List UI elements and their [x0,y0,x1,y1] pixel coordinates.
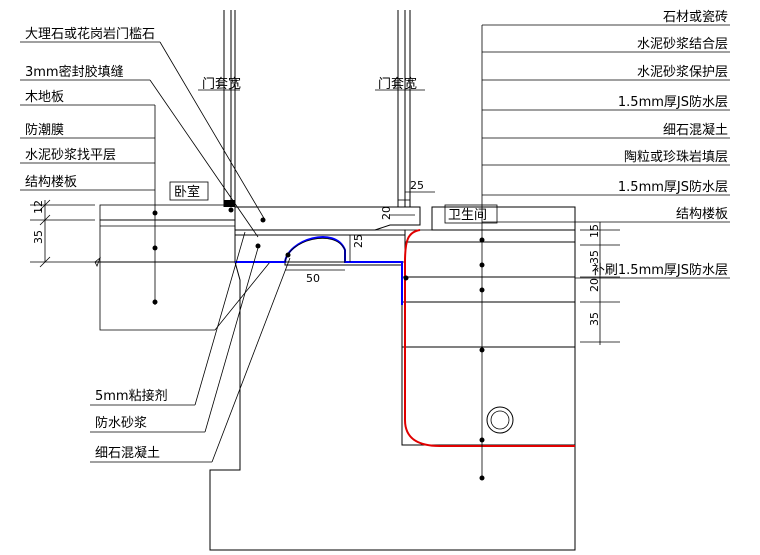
label-fine-concrete-bottom: 细石混凝土 [95,445,160,461]
label-wood-floor: 木地板 [25,90,64,105]
structural-slab [209,261,576,551]
door-width-left: 门套宽 [202,76,241,92]
label-waterproof-mortar: 防水砂浆 [95,415,147,431]
label-js-membrane-lower: 1.5mm厚JS防水层 [618,179,728,195]
label-threshold-stone: 大理石或花岗岩门槛石 [25,26,155,42]
label-extra-membrane: 补刷1.5mm厚JS防水层 [592,262,728,278]
dim-door-gap: 25 [410,179,424,192]
dim-left-12: 12 [32,200,45,214]
left-leaders [20,41,291,305]
label-adhesive: 5mm粘接剂 [95,388,168,404]
label-protective-layer: 水泥砂浆保护层 [637,65,728,80]
room-bedroom: 卧室 [174,184,200,200]
label-structural-slab-right: 结构楼板 [676,207,728,222]
bedroom-floor [94,204,236,267]
label-js-membrane-upper: 1.5mm厚JS防水层 [618,94,728,110]
right-leaders [403,24,730,481]
bedroom-tag-box [169,181,209,201]
dim-left-35: 35 [32,230,45,244]
label-bonding-layer: 水泥砂浆结合层 [637,37,728,52]
dim-right-20: 20 [588,278,601,292]
door-width-right: 门套宽 [378,76,417,92]
label-fine-concrete-right: 细石混凝土 [663,122,728,138]
bathroom-layers [401,206,576,550]
dim-right-35b: 35 [588,312,601,326]
label-moisture-film: 防潮膜 [25,122,64,138]
dim-curb-width: 50 [306,272,320,285]
waterproof-mortar-curb [284,237,346,263]
slab-left-face [99,261,271,331]
label-stone-tile: 石材或瓷砖 [663,10,728,25]
dim-right-15: 15 [588,224,601,238]
label-fill-layer: 陶粒或珍珠岩填层 [624,149,728,165]
label-structural-slab-left: 结构楼板 [25,175,77,190]
door-frames [223,10,411,208]
js-membrane-red [404,229,575,447]
bottom-leaders [90,231,291,463]
dim-curb: 25 [352,234,365,248]
dim-step: 20 [380,206,393,220]
bathroom-tag-box [444,204,498,224]
dim-right-35a: 35 [588,250,601,264]
label-leveling-layer: 水泥砂浆找平层 [25,148,116,163]
label-sealant: 3mm密封胶填缝 [25,64,124,80]
room-bathroom: 卫生间 [448,208,487,223]
dimension-lines [30,89,620,345]
